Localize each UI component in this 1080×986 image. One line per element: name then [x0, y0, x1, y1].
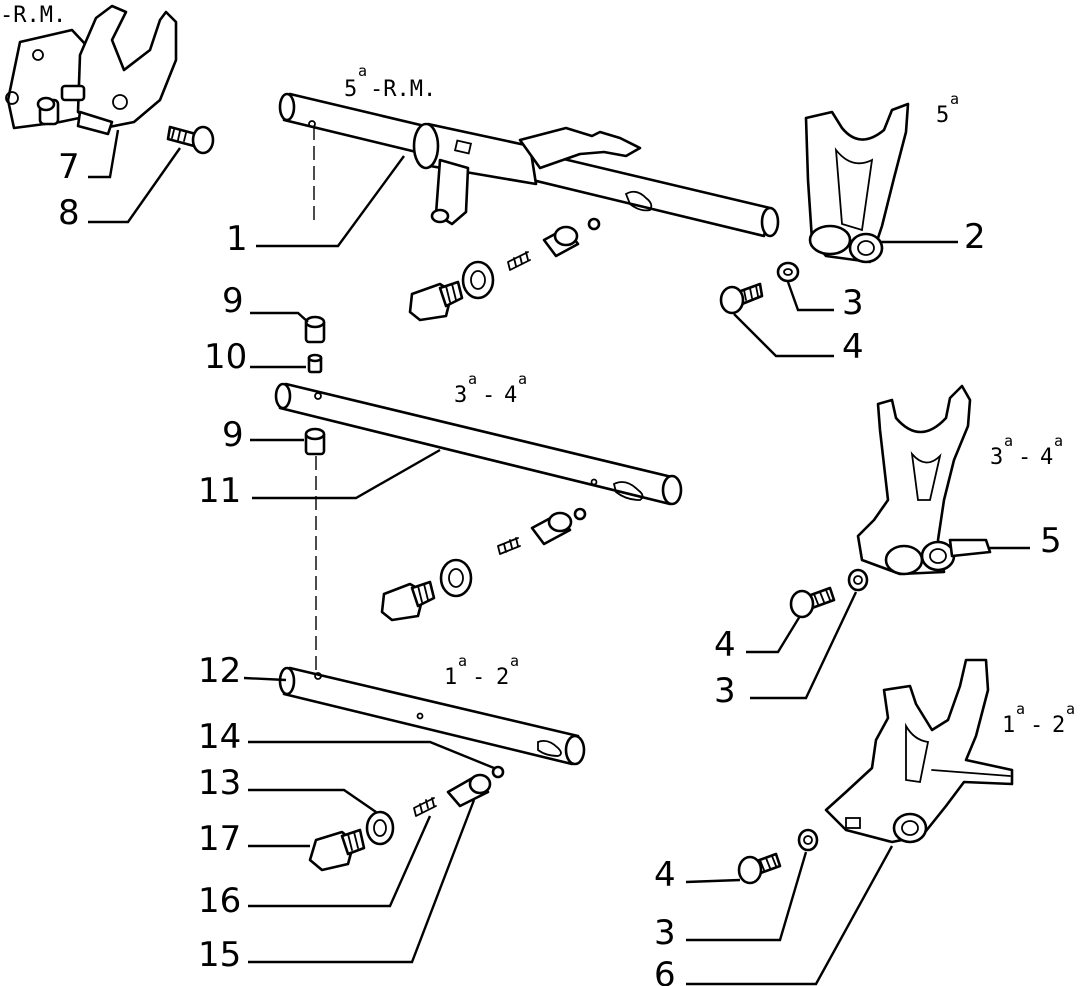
svg-text:-: -: [482, 383, 495, 408]
leader-4-bottom: [685, 878, 741, 884]
svg-text:a: a: [1016, 700, 1025, 718]
callout-3-bottom: 3: [654, 913, 676, 953]
callout-11: 11: [198, 471, 241, 511]
leader-9-top: [250, 311, 309, 323]
svg-text:a: a: [950, 90, 959, 108]
callout-6: 6: [654, 955, 676, 986]
callout-14: 14: [198, 717, 241, 757]
callout-1: 1: [226, 219, 248, 259]
plug-part-17: [308, 828, 366, 872]
leader-15: [248, 799, 476, 964]
leader-7: [88, 129, 120, 179]
callout-4-mid: 4: [714, 625, 736, 665]
fork-part-5: [856, 384, 992, 576]
detent-set-rod-1: [408, 217, 601, 322]
leader-1: [256, 155, 405, 248]
callout-8: 8: [58, 193, 80, 233]
label-3rd-4th-rod: 3 a - 4 a: [454, 370, 527, 408]
svg-text:-: -: [472, 665, 485, 690]
svg-text:3: 3: [990, 445, 1003, 470]
svg-text:3: 3: [454, 383, 467, 408]
leader-8: [88, 147, 181, 224]
interlock-pin-part-9-top: [304, 315, 326, 344]
washer-part-3-bottom: [797, 828, 819, 852]
callout-15: 15: [198, 935, 241, 975]
callout-2: 2: [964, 217, 986, 257]
svg-text:a: a: [1054, 432, 1063, 450]
svg-text:a: a: [1066, 700, 1075, 718]
callout-3-top: 3: [842, 283, 864, 323]
label-1st-2nd-rod: 1 a - 2 a: [444, 652, 519, 690]
shift-rod-part-11: [274, 382, 683, 506]
washer-part-3-mid: [847, 568, 869, 592]
spring-part-16: [413, 797, 437, 817]
ball-part-14: [491, 765, 505, 779]
label-5th: 5 a: [936, 90, 959, 128]
fork-part-6: [824, 658, 1014, 844]
callout-4-top: 4: [842, 327, 864, 367]
label-5th-reverse: 5 a -R.M.: [344, 62, 436, 102]
svg-text:a: a: [1004, 432, 1013, 450]
leader-11: [252, 448, 441, 500]
svg-text:-: -: [1018, 445, 1031, 470]
shift-rod-part-12: [278, 666, 586, 766]
sleeve-part-15: [446, 773, 492, 808]
washer-hole-bottom: [803, 835, 813, 845]
svg-text:a: a: [468, 370, 477, 388]
callout-10: 10: [204, 337, 247, 377]
leader-4-top: [733, 313, 834, 358]
svg-text:5: 5: [936, 103, 949, 128]
callout-4-bottom: 4: [654, 855, 676, 895]
leader-12: [243, 676, 287, 682]
label-1st-2nd-fork: 1 a - 2 a: [1002, 700, 1075, 738]
label-reverse-partial: -R.M.: [0, 3, 66, 28]
callout-7: 7: [58, 147, 80, 187]
leader-4-mid: [746, 615, 802, 654]
shift-rod-part-1: [278, 92, 780, 238]
svg-text:5: 5: [344, 77, 357, 102]
leader-6: [686, 845, 894, 986]
callout-13: 13: [198, 763, 241, 803]
callout-5: 5: [1040, 521, 1062, 561]
callout-3-mid: 3: [714, 671, 736, 711]
callout-16: 16: [198, 881, 241, 921]
svg-text:a: a: [358, 62, 367, 80]
callout-17: 17: [198, 819, 241, 859]
bolt-part-4-bottom: [737, 852, 782, 885]
leader-16: [248, 815, 432, 908]
callout-9-top: 9: [222, 281, 244, 321]
leader-3-mid: [750, 591, 858, 700]
label-3rd-4th-fork: 3 a - 4 a: [990, 432, 1063, 470]
pin-part-10: [307, 353, 323, 374]
svg-text:a: a: [458, 652, 467, 670]
svg-text:1: 1: [444, 665, 457, 690]
leader-3-bottom: [686, 851, 808, 942]
svg-text:-: -: [1030, 713, 1043, 738]
svg-text:2: 2: [1052, 713, 1065, 738]
bolt-part-4-mid: [789, 586, 836, 619]
leader-14: [248, 740, 495, 770]
washer-hole-mid: [853, 575, 863, 585]
svg-text:4: 4: [504, 383, 517, 408]
svg-text:a: a: [518, 370, 527, 388]
callout-12: 12: [198, 651, 241, 691]
svg-text:2: 2: [496, 665, 509, 690]
washer-hole-top: [783, 268, 793, 276]
svg-text:-R.M.: -R.M.: [370, 77, 436, 102]
fork-part-2: [804, 102, 910, 264]
washer-part-3-top: [776, 261, 800, 283]
interlock-pin-part-9-bottom: [304, 427, 326, 456]
svg-text:4: 4: [1040, 445, 1053, 470]
washer-part-13: [365, 810, 395, 846]
leader-3-top: [786, 281, 834, 312]
callout-9-bottom: 9: [222, 415, 244, 455]
svg-text:1: 1: [1002, 713, 1015, 738]
bolt-part-4-top: [719, 282, 764, 315]
svg-text:a: a: [510, 652, 519, 670]
leader-13: [248, 788, 377, 813]
reverse-fork-part-7: [5, 4, 178, 136]
bolt-part-8: [166, 125, 215, 155]
detent-set-rod-11: [380, 507, 587, 622]
